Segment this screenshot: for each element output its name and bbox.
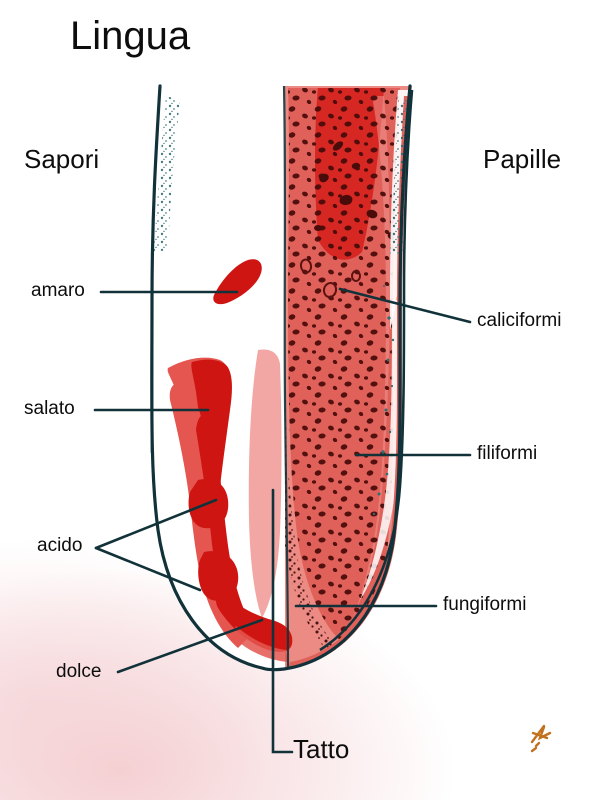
leader-dolce — [116, 618, 264, 674]
label-dolce: dolce — [56, 661, 102, 682]
vallate-rings — [299, 258, 361, 298]
caliciform-papillae — [314, 141, 397, 240]
mucosa-field — [288, 88, 400, 648]
leader-tatto — [271, 488, 294, 754]
leader-acido-upper — [94, 498, 218, 550]
leader-caliciformi — [338, 287, 472, 324]
label-salato: salato — [24, 398, 75, 419]
papillae-half — [283, 86, 412, 670]
median-sulcus — [282, 85, 290, 669]
heading-papille: Papille — [483, 144, 562, 174]
label-amaro: amaro — [31, 280, 85, 301]
taste-half — [151, 86, 293, 670]
artist-signature-mark — [530, 724, 552, 753]
papillae-dots — [288, 88, 400, 648]
page-title: Lingua — [70, 14, 191, 58]
label-fungiformi: fungiformi — [443, 594, 527, 615]
heading-sapori: Sapori — [24, 144, 100, 174]
label-filiformi: filiformi — [477, 443, 538, 464]
label-acido: acido — [37, 535, 83, 556]
leader-lines — [93, 287, 472, 754]
teal-flecks — [372, 285, 395, 516]
tongue-inner-contour-right — [319, 89, 414, 652]
label-caliciformi: caliciformi — [477, 310, 562, 331]
teal-edge-stipple-left — [154, 96, 180, 252]
label-tatto: Tatto — [293, 734, 350, 764]
leader-acido-lower — [94, 546, 202, 592]
